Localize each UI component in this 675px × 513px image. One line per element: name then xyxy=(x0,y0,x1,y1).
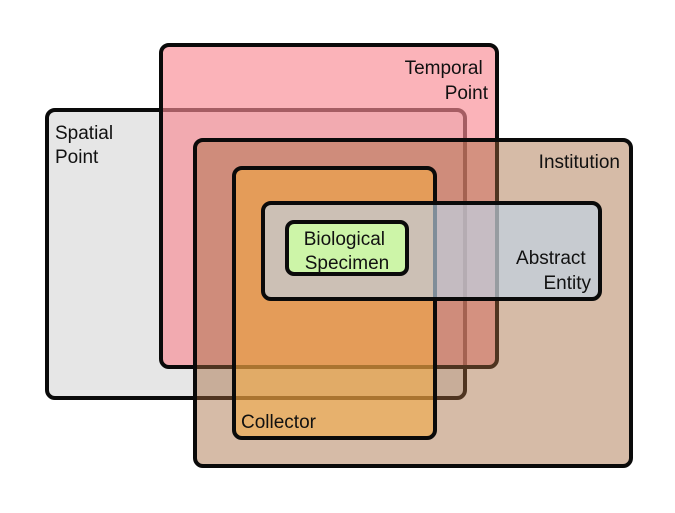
collector-label: Collector xyxy=(241,412,317,433)
set-biological-specimen: Biological Specimen xyxy=(285,220,409,276)
abstract-entity-label: Abstract Entity xyxy=(516,248,591,294)
biological-specimen-label: Biological Specimen xyxy=(304,229,391,274)
temporal-point-label: Temporal Point xyxy=(405,58,489,104)
biological-specimen-box xyxy=(285,220,409,276)
spatial-point-label: Spatial Point xyxy=(55,123,118,168)
institution-label: Institution xyxy=(539,152,620,173)
